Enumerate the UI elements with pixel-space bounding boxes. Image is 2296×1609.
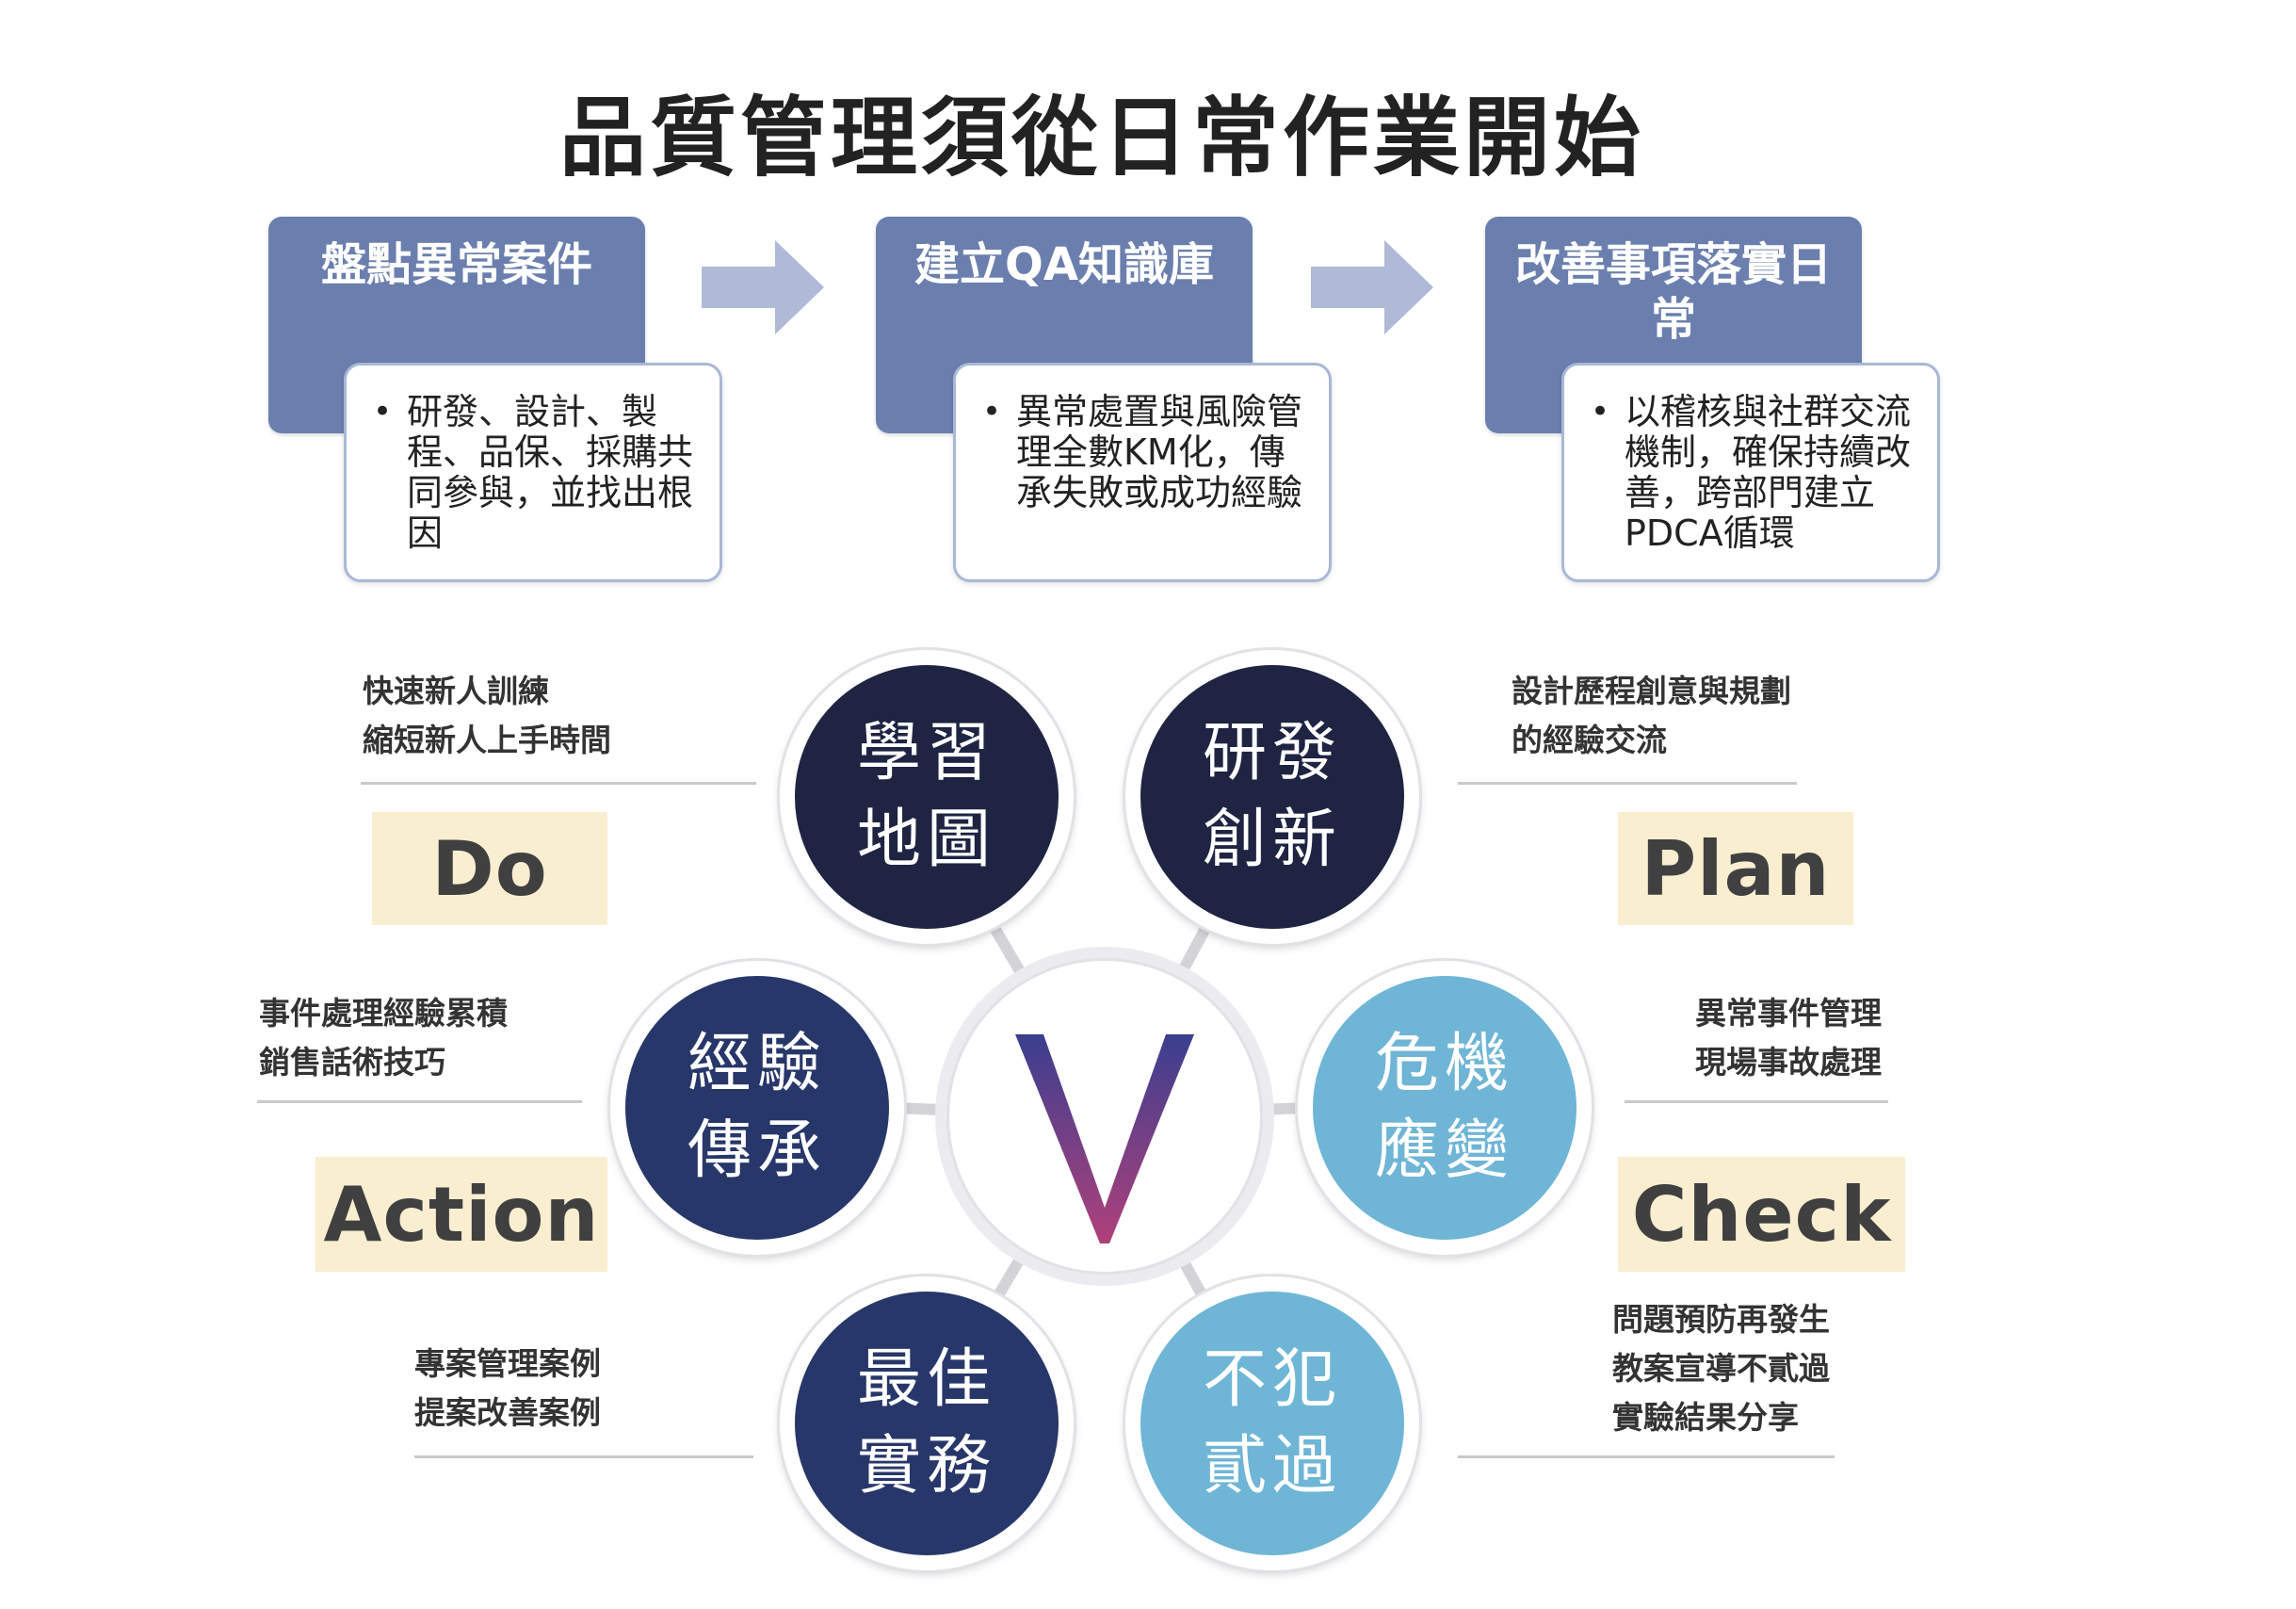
experience-label: 經驗 傳承 [687,1027,827,1188]
pdca-do-label: Do [372,812,607,925]
bullet-icon: • [373,393,393,431]
check-note: 異常事件管理 現場事故處理 [1695,995,1882,1081]
bullet-icon: • [982,393,1002,431]
rd-innovation-label: 研發 創新 [1202,716,1342,877]
pdca-plan-label: Plan [1618,812,1853,925]
no-repeat-label: 不犯 貳過 [1202,1342,1342,1503]
do-note: 快速新人訓練 縮短新人上手時間 [363,673,611,758]
best-practice-label: 最佳 實務 [856,1342,996,1503]
step-1-text: 研發、設計、製程、品保、採購共同參與，並找出根因 [407,391,694,554]
divider [257,1100,582,1103]
bullet-icon: • [1591,393,1610,431]
experience-circle: 經驗 傳承 [610,961,904,1255]
divider [414,1455,753,1458]
pdca-action-label: Action [315,1157,607,1272]
page-title: 品質管理須從日常作業開始 [558,88,1644,188]
right-arrow-icon [1311,240,1433,334]
learning-map-circle: 學習 地圖 [780,650,1074,944]
step-1-body: • 研發、設計、製程、品保、採購共同參與，並找出根因 [344,363,722,582]
no-repeat-circle: 不犯 貳過 [1125,1276,1419,1570]
step-3-text: 以稽核與社群交流機制，確保持續改善，跨部門建立PDCA循環 [1625,391,1912,554]
learning-map-label: 學習 地圖 [856,716,996,877]
best-practice-note: 專案管理案例 提案改善案例 [414,1345,601,1431]
no-repeat-note: 問題預防再發生 教案宣導不貳過 實驗結果分享 [1612,1301,1830,1436]
crisis-circle: 危機 應變 [1298,961,1592,1255]
step-2-body: • 異常處置與風險管理全數KM化，傳承失敗或成功經驗 [953,363,1332,582]
rd-innovation-circle: 研發 創新 [1125,650,1419,944]
step-2-text: 異常處置與風險管理全數KM化，傳承失敗或成功經驗 [1016,391,1303,513]
best-practice-circle: 最佳 實務 [780,1276,1074,1570]
right-arrow-icon [702,240,824,334]
divider [1458,782,1797,785]
plan-note: 設計歷程創意與規劃 的經驗交流 [1512,673,1791,758]
crisis-label: 危機 應變 [1374,1027,1514,1188]
action-note: 事件處理經驗累積 銷售話術技巧 [259,995,508,1081]
pdca-check-label: Check [1618,1157,1905,1272]
center-circle [946,958,1263,1275]
v-logo-icon [1015,1034,1194,1243]
divider [1625,1100,1888,1103]
divider [361,782,756,785]
divider [1458,1455,1835,1458]
step-3-body: • 以稽核與社群交流機制，確保持續改善，跨部門建立PDCA循環 [1561,363,1940,582]
